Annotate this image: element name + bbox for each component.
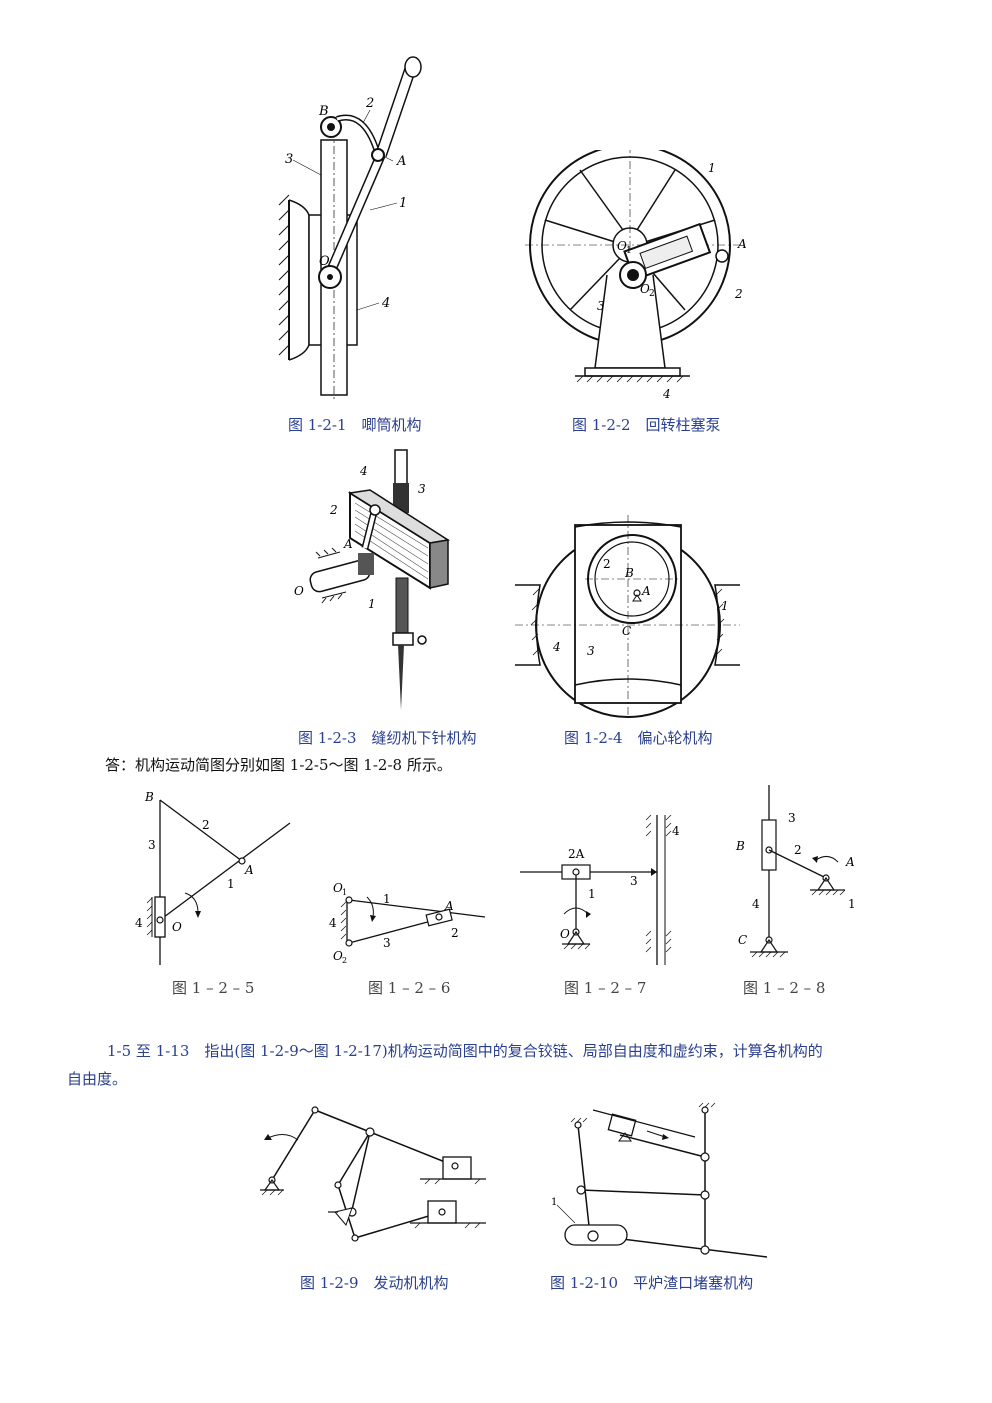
label-3: 3 <box>597 299 605 313</box>
label-2: 2 <box>451 926 459 940</box>
label-O2: O <box>333 949 343 963</box>
figure-1-2-3-sewing-needle-mechanism: 4 3 2 A O 1 <box>294 449 450 710</box>
label-4: 4 <box>359 464 368 478</box>
label-3: 3 <box>148 838 156 852</box>
caption-fig-1-2-2: 图 1-2-2 回转柱塞泵 <box>572 416 721 434</box>
figure-1-2-9-engine-mechanism <box>260 1106 486 1242</box>
label-A: A <box>845 855 855 869</box>
caption-fig-1-2-3: 图 1-2-3 缝纫机下针机构 <box>298 729 477 747</box>
label-1: 1 <box>848 897 856 911</box>
caption-fig-1-2-7: 图 1 – 2 – 7 <box>564 979 647 997</box>
label-O2: O <box>640 282 650 296</box>
svg-text:1: 1 <box>342 888 347 897</box>
label-1: 1 <box>368 597 376 611</box>
label-1: 1 <box>588 887 596 901</box>
label-O: O <box>319 254 330 269</box>
caption-fig-1-2-10: 图 1-2-10 平炉渣口堵塞机构 <box>550 1274 754 1292</box>
caption-fig-1-2-5: 图 1 – 2 – 5 <box>172 979 255 997</box>
label-3: 3 <box>630 874 638 888</box>
caption-fig-1-2-1: 图 1-2-1 唧筒机构 <box>288 416 422 434</box>
label-4: 4 <box>752 897 760 911</box>
figure-1-2-5-schematic: B 2 3 A 1 4 O <box>135 790 291 965</box>
label-B: B <box>735 839 745 853</box>
label-O1: O <box>333 881 343 895</box>
question-text-line-1: 1-5 至 1-13 指出(图 1-2-9～图 1-2-17)机构运动简图中的复… <box>107 1042 823 1060</box>
label-3: 3 <box>418 482 426 496</box>
label-2: 2 <box>794 843 802 857</box>
label-C: C <box>738 933 747 947</box>
label-1: 1 <box>721 599 729 613</box>
label-4: 4 <box>329 916 337 930</box>
label-1: 1 <box>551 1197 557 1208</box>
label-A: A <box>343 537 353 551</box>
figure-1-2-1-pump-mechanism: B 2 3 A 1 O 4 <box>278 56 422 400</box>
caption-fig-1-2-6: 图 1 – 2 – 6 <box>368 979 451 997</box>
label-A: A <box>737 237 747 251</box>
label-A: A <box>244 863 254 877</box>
label-4: 4 <box>135 916 143 930</box>
label-4: 4 <box>552 640 561 654</box>
label-4: 4 <box>662 387 671 400</box>
label-1: 1 <box>399 196 407 211</box>
caption-fig-1-2-8: 图 1 – 2 – 8 <box>743 979 826 997</box>
label-2A: 2A <box>568 847 585 861</box>
label-1: 1 <box>383 892 391 906</box>
label-2: 2 <box>603 557 611 571</box>
label-A: A <box>444 899 454 913</box>
label-3: 3 <box>383 936 391 950</box>
label-B: B <box>624 566 634 580</box>
label-O: O <box>294 584 304 598</box>
label-C: C <box>622 624 631 638</box>
label-A: A <box>396 154 406 169</box>
label-1: 1 <box>227 877 235 891</box>
figure-1-2-10-slag-notch-plugging-mechanism: 1 <box>551 1102 768 1258</box>
label-B: B <box>144 790 154 804</box>
label-2: 2 <box>734 287 743 301</box>
label-3: 3 <box>587 644 595 658</box>
caption-fig-1-2-9: 图 1-2-9 发动机机构 <box>300 1274 449 1292</box>
caption-fig-1-2-4: 图 1-2-4 偏心轮机构 <box>564 729 713 747</box>
label-1: 1 <box>708 161 716 175</box>
label-4: 4 <box>381 296 390 311</box>
label-2: 2 <box>202 818 210 832</box>
svg-text:2: 2 <box>342 956 347 965</box>
svg-text:2: 2 <box>649 289 655 299</box>
label-2: 2 <box>329 503 338 517</box>
figure-1-2-4-eccentric-wheel-mechanism: 2 B A 1 C 4 3 <box>515 515 740 718</box>
label-O: O <box>560 927 570 941</box>
label-B: B <box>318 104 329 119</box>
label-O1: O <box>617 239 627 253</box>
label-2: 2 <box>365 96 374 111</box>
label-O: O <box>172 920 182 934</box>
label-3: 3 <box>788 811 796 825</box>
figure-1-2-7-schematic: 2A 4 1 3 O <box>520 814 680 965</box>
question-text-line-2: 自由度。 <box>67 1070 128 1088</box>
figure-1-2-8-schematic: 3 B 2 A 4 1 C <box>735 785 856 958</box>
figure-1-2-6-schematic: O 1 1 A 4 2 3 O 2 <box>329 881 486 965</box>
label-A: A <box>641 584 651 598</box>
figure-1-2-2-rotary-plunger-pump: 1 O 1 A 2 3 O 2 4 <box>525 150 747 400</box>
label-4: 4 <box>672 824 680 838</box>
answer-text: 答：机构运动简图分别如图 1-2-5～图 1-2-8 所示。 <box>105 756 452 774</box>
svg-text:1: 1 <box>626 246 632 256</box>
label-3: 3 <box>285 152 293 167</box>
